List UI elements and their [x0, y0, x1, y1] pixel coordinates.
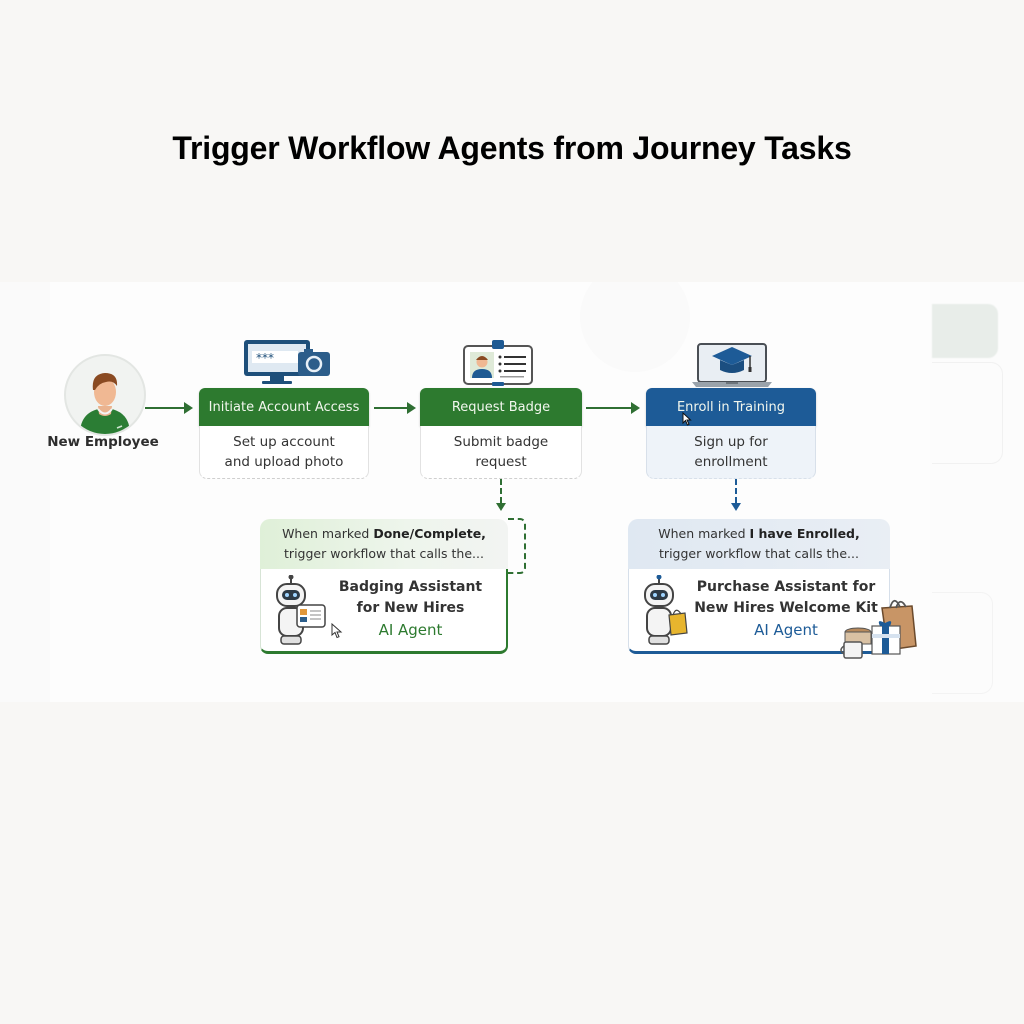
task-description-line: Set up account: [233, 434, 335, 450]
agent-name: Badging Assistant for New Hires: [321, 577, 500, 619]
person-avatar-icon: [64, 354, 146, 436]
agent-trigger-text: When marked Done/Complete, trigger workf…: [260, 519, 508, 569]
laptop-graduation-icon: [692, 340, 772, 392]
task-description-line: and upload photo: [224, 454, 344, 470]
page-title: Trigger Workflow Agents from Journey Tas…: [172, 130, 852, 166]
trigger-prefix: When marked: [658, 526, 750, 541]
task-card-request-badge[interactable]: Request Badge Submit badge request: [420, 388, 582, 479]
mouse-cursor-icon: [682, 411, 692, 430]
background-right-highlight: [932, 304, 998, 358]
task-title: Request Badge: [420, 388, 582, 426]
trigger-line-2: trigger workflow that calls the...: [284, 546, 484, 561]
agent-type-label: AI Agent: [754, 621, 818, 639]
agent-trigger-text: When marked I have Enrolled, trigger wor…: [628, 519, 890, 569]
task-description: Set up account and upload photo: [199, 426, 369, 479]
flow-arrow: [586, 402, 640, 414]
agent-type-label: AI Agent: [378, 621, 443, 639]
background-shape: [580, 282, 690, 372]
dashed-loop-connector: [508, 518, 526, 574]
flow-arrow: [374, 402, 416, 414]
agent-name-line: New Hires Welcome Kit: [694, 600, 878, 616]
diagram-screenshot: New Employee *** Initiate Account Access…: [0, 282, 1024, 702]
trigger-line-1: When marked I have Enrolled,: [658, 524, 860, 544]
task-description-line: Sign up for: [694, 434, 768, 450]
agent-name-line: for New Hires: [356, 600, 465, 616]
task-title: Initiate Account Access: [199, 388, 369, 426]
dashed-connector: [500, 479, 502, 503]
trigger-prefix: When marked: [282, 526, 374, 541]
agent-name-line: Badging Assistant: [338, 579, 483, 595]
dashed-connector: [735, 479, 737, 503]
mouse-cursor-icon: [331, 622, 343, 643]
background-right-card: [932, 362, 1003, 464]
trigger-status: I have Enrolled,: [749, 526, 860, 541]
agent-name-line: Purchase Assistant for: [696, 579, 876, 595]
background-right-card: [932, 592, 993, 694]
task-title: Enroll in Training: [646, 388, 816, 426]
svg-text:***: ***: [256, 351, 274, 365]
task-card-initiate-account-access[interactable]: Initiate Account Access Set up account a…: [199, 388, 369, 479]
id-badge-icon: [462, 340, 534, 390]
trigger-line-1: When marked Done/Complete,: [282, 524, 486, 544]
task-description: Submit badge request: [420, 426, 582, 479]
connector-arrowhead: [731, 503, 741, 511]
task-card-enroll-in-training[interactable]: Enroll in Training Sign up for enrollmen…: [646, 388, 816, 479]
trigger-line-2: trigger workflow that calls the...: [659, 546, 859, 561]
task-description-line: enrollment: [694, 454, 768, 470]
agent-card-badging-assistant[interactable]: When marked Done/Complete, trigger workf…: [260, 519, 508, 654]
task-description-line: request: [475, 454, 527, 470]
connector-arrowhead: [496, 503, 506, 511]
agent-body: Badging Assistant for New Hires AI Agent: [260, 569, 508, 654]
welcome-kit-gifts-icon: [838, 594, 920, 664]
task-description: Sign up for enrollment: [646, 426, 816, 479]
background-left-panel: [0, 282, 50, 702]
robot-badge-icon: [271, 574, 331, 651]
employee-label: New Employee: [47, 434, 159, 450]
agent-name: Purchase Assistant for New Hires Welcome…: [689, 577, 883, 619]
robot-shopping-bag-icon: [639, 574, 699, 651]
trigger-status: Done/Complete,: [373, 526, 486, 541]
task-description-line: Submit badge: [453, 434, 549, 450]
flow-arrow: [145, 402, 193, 414]
monitor-camera-icon: ***: [242, 338, 334, 390]
